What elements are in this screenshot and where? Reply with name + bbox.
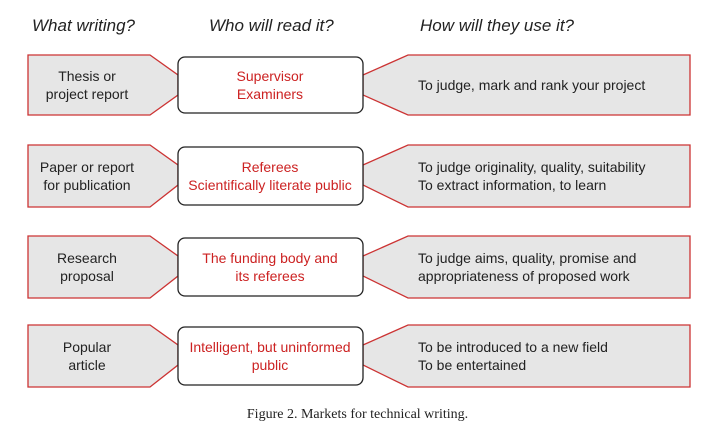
row-3-how-used: To judge aims, quality, promise and appr… [418,250,637,284]
row-4-how-used: To be introduced to a new field To be en… [418,339,608,373]
row-3-reader-box [177,237,364,297]
figure-caption: Figure 2. Markets for technical writing. [246,407,469,422]
header-who-will-read: Who will read it? [209,16,334,35]
row-2-reader-box [177,146,364,206]
row-2-how-used: To judge originality, quality, suitabili… [418,159,646,193]
row-2-who-reads: Referees Scientifically literate public [188,159,352,193]
row-1-what-writing: Thesis or project report [45,68,129,102]
row-3-who-reads: The funding body and its referees [202,250,338,284]
header-what-writing: What writing? [32,16,135,35]
row-2-what-writing: Paper or report for publication [39,159,135,193]
row-1-reader-box [177,56,364,114]
row-4-reader-box [177,326,364,386]
row-1-how-used: To judge, mark and rank your project [418,77,646,93]
row-1-who-reads: Supervisor Examiners [236,68,304,102]
row-4-who-reads: Intelligent, but uninformed public [189,339,351,373]
row-3-what-writing: Research proposal [57,250,117,284]
row-4-what-writing: Popular article [62,339,112,373]
header-how-will-use: How will they use it? [420,16,575,35]
